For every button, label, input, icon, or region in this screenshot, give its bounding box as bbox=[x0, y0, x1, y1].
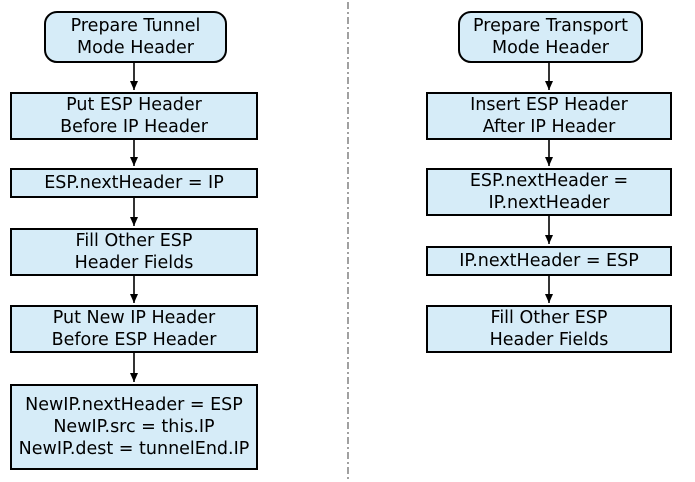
node-put-new-ip-header-before-esp: Put New IP Header Before ESP Header bbox=[10, 305, 258, 353]
node-esp-nextheader-equals-ip: ESP.nextHeader = IP bbox=[10, 168, 258, 198]
node-ip-nextheader-equals-esp: IP.nextHeader = ESP bbox=[426, 246, 672, 276]
node-insert-esp-header-after-ip: Insert ESP Header After IP Header bbox=[426, 92, 672, 140]
node-prepare-transport-mode-header: Prepare Transport Mode Header bbox=[458, 11, 643, 63]
node-put-esp-header-before-ip: Put ESP Header Before IP Header bbox=[10, 92, 258, 140]
node-fill-other-esp-header-fields-tunnel: Fill Other ESP Header Fields bbox=[10, 228, 258, 276]
node-fill-other-esp-header-fields-transport: Fill Other ESP Header Fields bbox=[426, 305, 672, 353]
node-newip-field-assignments: NewIP.nextHeader = ESP NewIP.src = this.… bbox=[10, 384, 258, 470]
node-prepare-tunnel-mode-header: Prepare Tunnel Mode Header bbox=[44, 11, 227, 63]
node-esp-nextheader-equals-ip-nextheader: ESP.nextHeader = IP.nextHeader bbox=[426, 168, 672, 216]
